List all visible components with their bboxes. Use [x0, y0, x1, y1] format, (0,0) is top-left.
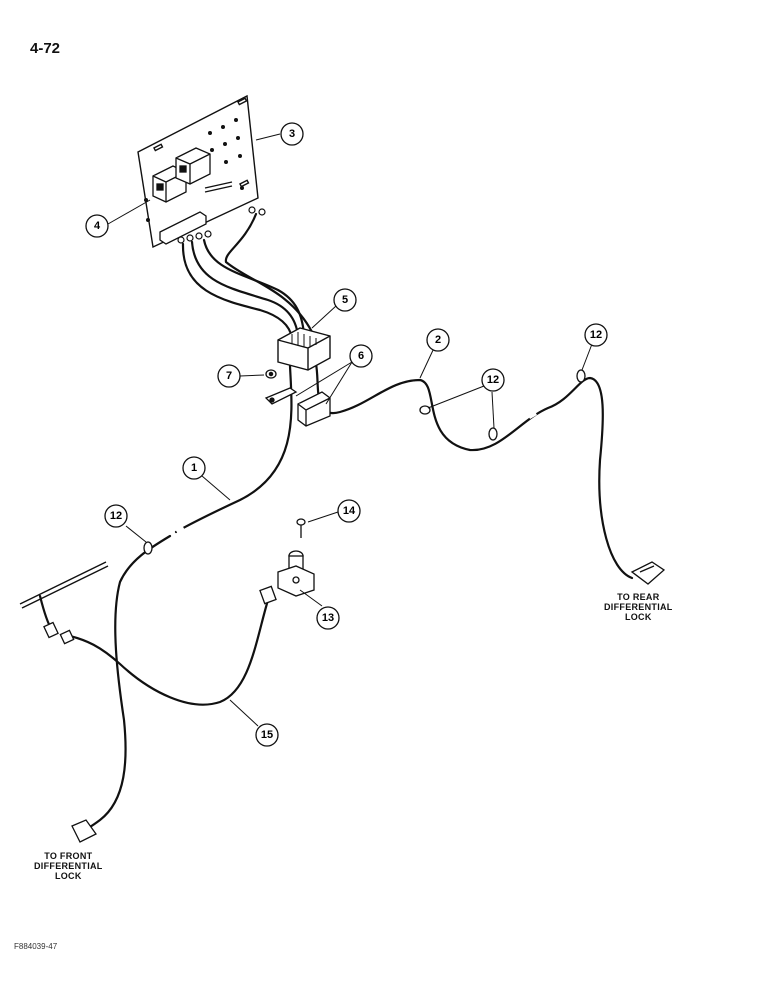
- callout-label: 3: [289, 128, 295, 140]
- page-number: 4-72: [30, 40, 61, 57]
- switch-connector: [259, 585, 277, 605]
- left-connector: [43, 621, 75, 645]
- callout-12: 12: [104, 504, 128, 528]
- rear-label-line: DIFFERENTIAL: [604, 602, 673, 612]
- callout-12: 12: [481, 368, 505, 392]
- callout-label: 14: [343, 505, 356, 517]
- callout-5: 5: [333, 288, 357, 312]
- callout-12: 12: [584, 323, 608, 347]
- rear-label-line: TO REAR: [617, 592, 660, 602]
- front-plug: [71, 819, 97, 843]
- callout-label: 7: [226, 370, 232, 382]
- chassis-wire-bar: [19, 561, 109, 609]
- rear-destination-label: TO REAR DIFFERENTIAL LOCK: [604, 592, 673, 622]
- harness-breaks: [175, 402, 537, 542]
- callout-4: 4: [85, 214, 109, 238]
- nut: [265, 369, 277, 379]
- terminal-block: [159, 181, 233, 245]
- callout-label: 12: [487, 374, 499, 386]
- harness-wires: [38, 212, 634, 834]
- callout-label: 5: [342, 294, 348, 306]
- differential-lock-switch: [277, 550, 315, 597]
- callout-13: 13: [316, 606, 340, 630]
- callout-1: 1: [182, 456, 206, 480]
- callout-markers: 3 4 5 7 6 2 12 12 12 1 12 14 13 15: [85, 122, 608, 747]
- callout-label: 15: [261, 729, 273, 741]
- figure-code: F884039-47: [14, 942, 58, 951]
- callout-label: 2: [435, 334, 441, 346]
- callout-label: 6: [358, 350, 364, 362]
- leader-lines: [107, 133, 593, 727]
- harness-connector: [277, 327, 331, 371]
- rear-label-line: LOCK: [624, 612, 652, 622]
- callout-14: 14: [337, 499, 361, 523]
- front-label-line: DIFFERENTIAL: [34, 861, 103, 871]
- front-label-line: LOCK: [54, 871, 82, 881]
- callout-2: 2: [426, 328, 450, 352]
- callout-6: 6: [349, 344, 373, 368]
- front-destination-label: TO FRONT DIFFERENTIAL LOCK: [34, 851, 103, 881]
- callout-label: 1: [191, 462, 197, 474]
- rear-plug: [630, 561, 666, 585]
- relay: [175, 147, 211, 185]
- callout-label: 4: [94, 220, 101, 232]
- callout-label: 12: [110, 510, 122, 522]
- front-label-line: TO FRONT: [44, 851, 93, 861]
- ring-terminals: [177, 206, 266, 244]
- bolt: [296, 518, 306, 538]
- callout-label: 13: [322, 612, 334, 624]
- callout-label: 12: [590, 329, 602, 341]
- callout-7: 7: [217, 364, 241, 388]
- callout-3: 3: [280, 122, 304, 146]
- callout-15: 15: [255, 723, 279, 747]
- harness-clip: [143, 369, 586, 555]
- mounting-bracket: [264, 387, 331, 427]
